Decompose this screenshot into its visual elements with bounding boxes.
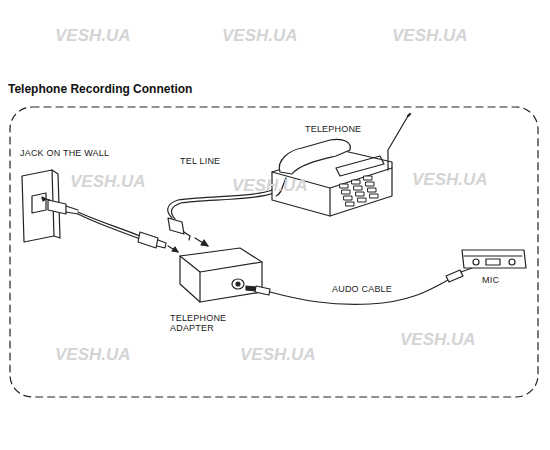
- watermark: VESH.UA: [222, 26, 298, 46]
- part-label: MIC: [482, 275, 499, 285]
- watermark: VESH.UA: [232, 176, 308, 196]
- watermark: VESH.UA: [240, 345, 316, 365]
- watermark: VESH.UA: [412, 170, 488, 190]
- keypad: [340, 176, 378, 206]
- key: [342, 190, 350, 194]
- audio-plug: [246, 286, 270, 295]
- key: [366, 182, 374, 186]
- diagram-title: Telephone Recording Connetion: [8, 83, 192, 97]
- key: [352, 180, 360, 184]
- key: [364, 176, 372, 180]
- telephone-adapter: [180, 248, 262, 302]
- key: [368, 188, 376, 192]
- wall-plug: [42, 197, 78, 214]
- part-label: JACK ON THE WALL: [20, 148, 109, 158]
- cable-label: AUDO CABLE: [332, 284, 392, 294]
- recorder-device: [462, 250, 526, 268]
- watermark: VESH.UA: [55, 345, 131, 365]
- audio-cable: [270, 280, 448, 304]
- part-label: TEL LINE: [180, 156, 220, 166]
- line-wire: [78, 212, 140, 236]
- dashed-frame: [10, 107, 538, 397]
- watermark: VESH.UA: [400, 330, 476, 350]
- part-label: TELEPHONE: [305, 124, 361, 134]
- part-label: TELEPHONE ADAPTER: [170, 313, 238, 334]
- watermark: VESH.UA: [70, 172, 146, 192]
- key: [354, 186, 362, 190]
- adapter-line-plug: [138, 232, 178, 252]
- key: [356, 192, 364, 196]
- key: [340, 184, 348, 188]
- key: [358, 198, 366, 202]
- telephone-set: [272, 114, 410, 216]
- key: [346, 202, 354, 206]
- watermark: VESH.UA: [392, 26, 468, 46]
- key: [344, 196, 352, 200]
- watermark: VESH.UA: [55, 26, 131, 46]
- tel-line-plug: [168, 218, 208, 246]
- key: [370, 194, 378, 198]
